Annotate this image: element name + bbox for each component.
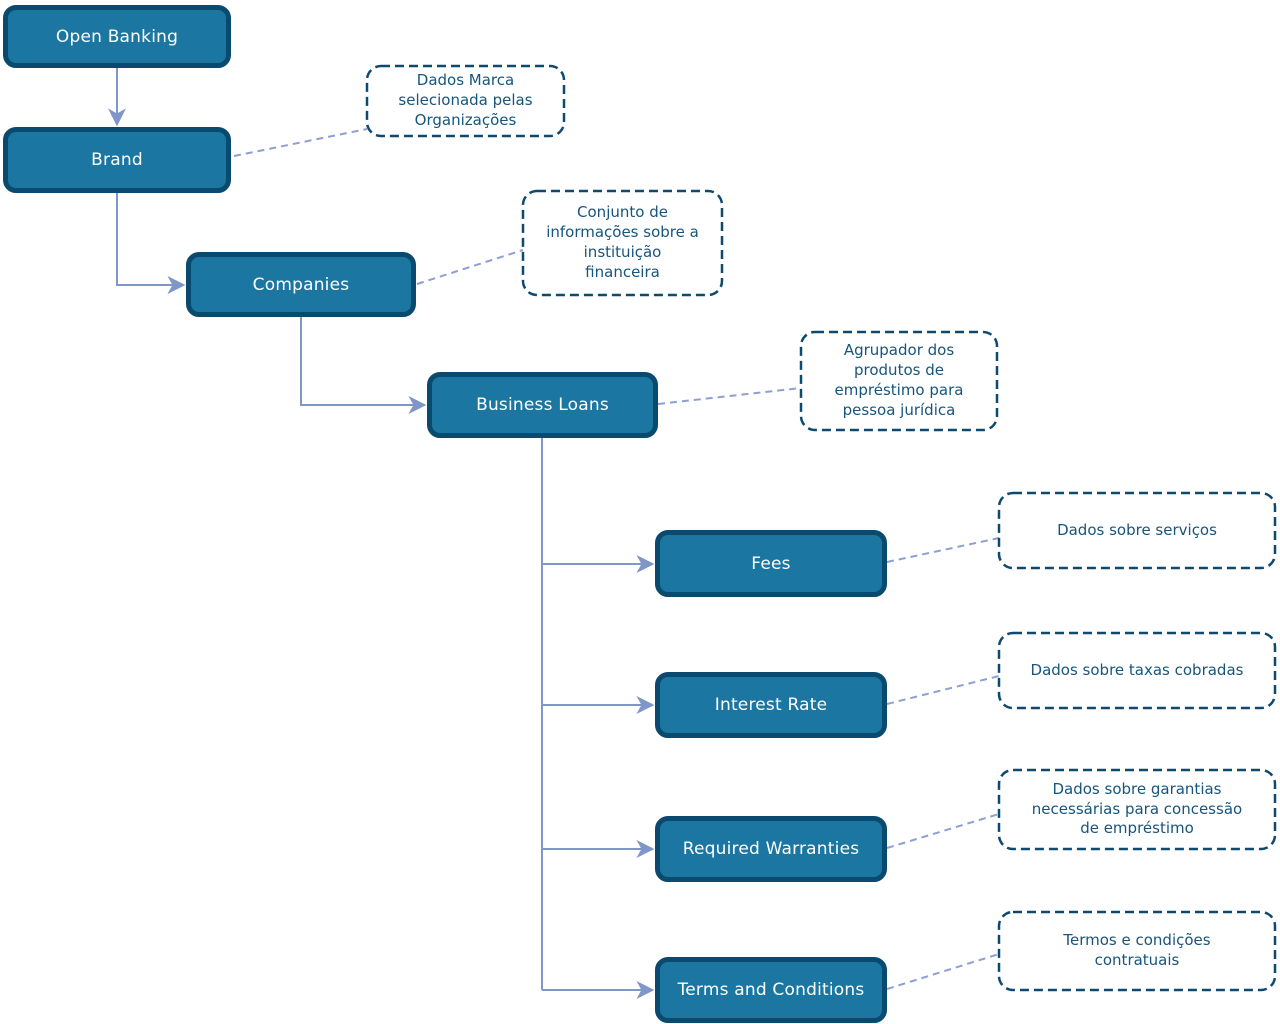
connector-brand-to-companies (116, 193, 186, 294)
node-required-warranties: Required Warranties (655, 816, 887, 882)
annotation-terms-and-conditions: Termos e condições contratuais (1063, 931, 1211, 969)
annotation-brand: Dados Marca selecionada pelas Organizaçõ… (398, 71, 533, 129)
leader-required-warranties-annotation (886, 813, 1000, 849)
node-business-loans: Business Loans (427, 372, 658, 438)
node-companies-label: Companies (252, 274, 350, 295)
node-fees: Fees (655, 530, 887, 597)
node-fees-label: Fees (751, 553, 791, 574)
annotation-box-companies (521, 189, 724, 297)
annotation-box-terms-and-conditions (997, 910, 1277, 992)
annotation-fees: Dados sobre serviços (1057, 520, 1217, 539)
annotation-required-warranties: Dados sobre garantias necessárias para c… (1031, 779, 1243, 838)
annotation-box-fees (997, 491, 1277, 570)
node-open-banking-label: Open Banking (55, 26, 179, 47)
leader-fees-annotation (886, 537, 1000, 563)
node-terms-and-conditions: Terms and Conditions (655, 957, 887, 1023)
leader-companies-annotation (416, 249, 524, 285)
leader-terms-and-conditions-annotation (886, 953, 1000, 990)
annotation-box-required-warranties (997, 768, 1277, 851)
leader-business-loans-annotation (657, 387, 802, 405)
annotation-box-brand (365, 64, 566, 138)
annotation-interest-rate: Dados sobre taxas cobradas (1030, 660, 1244, 679)
node-companies: Companies (186, 252, 416, 317)
connector-companies-to-business-loans (300, 317, 427, 414)
leader-interest-rate-annotation (886, 675, 1000, 705)
node-interest-rate: Interest Rate (655, 672, 887, 738)
node-terms-and-conditions-label: Terms and Conditions (677, 980, 865, 1000)
node-interest-rate-label: Interest Rate (714, 695, 828, 715)
annotation-box-business-loans (799, 330, 999, 432)
annotation-business-loans: Agrupador dos produtos de empréstimo par… (834, 341, 964, 419)
node-business-loans-label: Business Loans (476, 395, 609, 415)
annotation-box-interest-rate (997, 631, 1277, 710)
node-open-banking: Open Banking (3, 5, 231, 68)
node-brand-label: Brand (91, 150, 143, 170)
leader-brand-annotation (233, 128, 368, 157)
annotation-companies: Conjunto de informações sobre a institui… (546, 203, 699, 281)
node-required-warranties-label: Required Warranties (682, 839, 860, 859)
node-brand: Brand (3, 127, 231, 193)
